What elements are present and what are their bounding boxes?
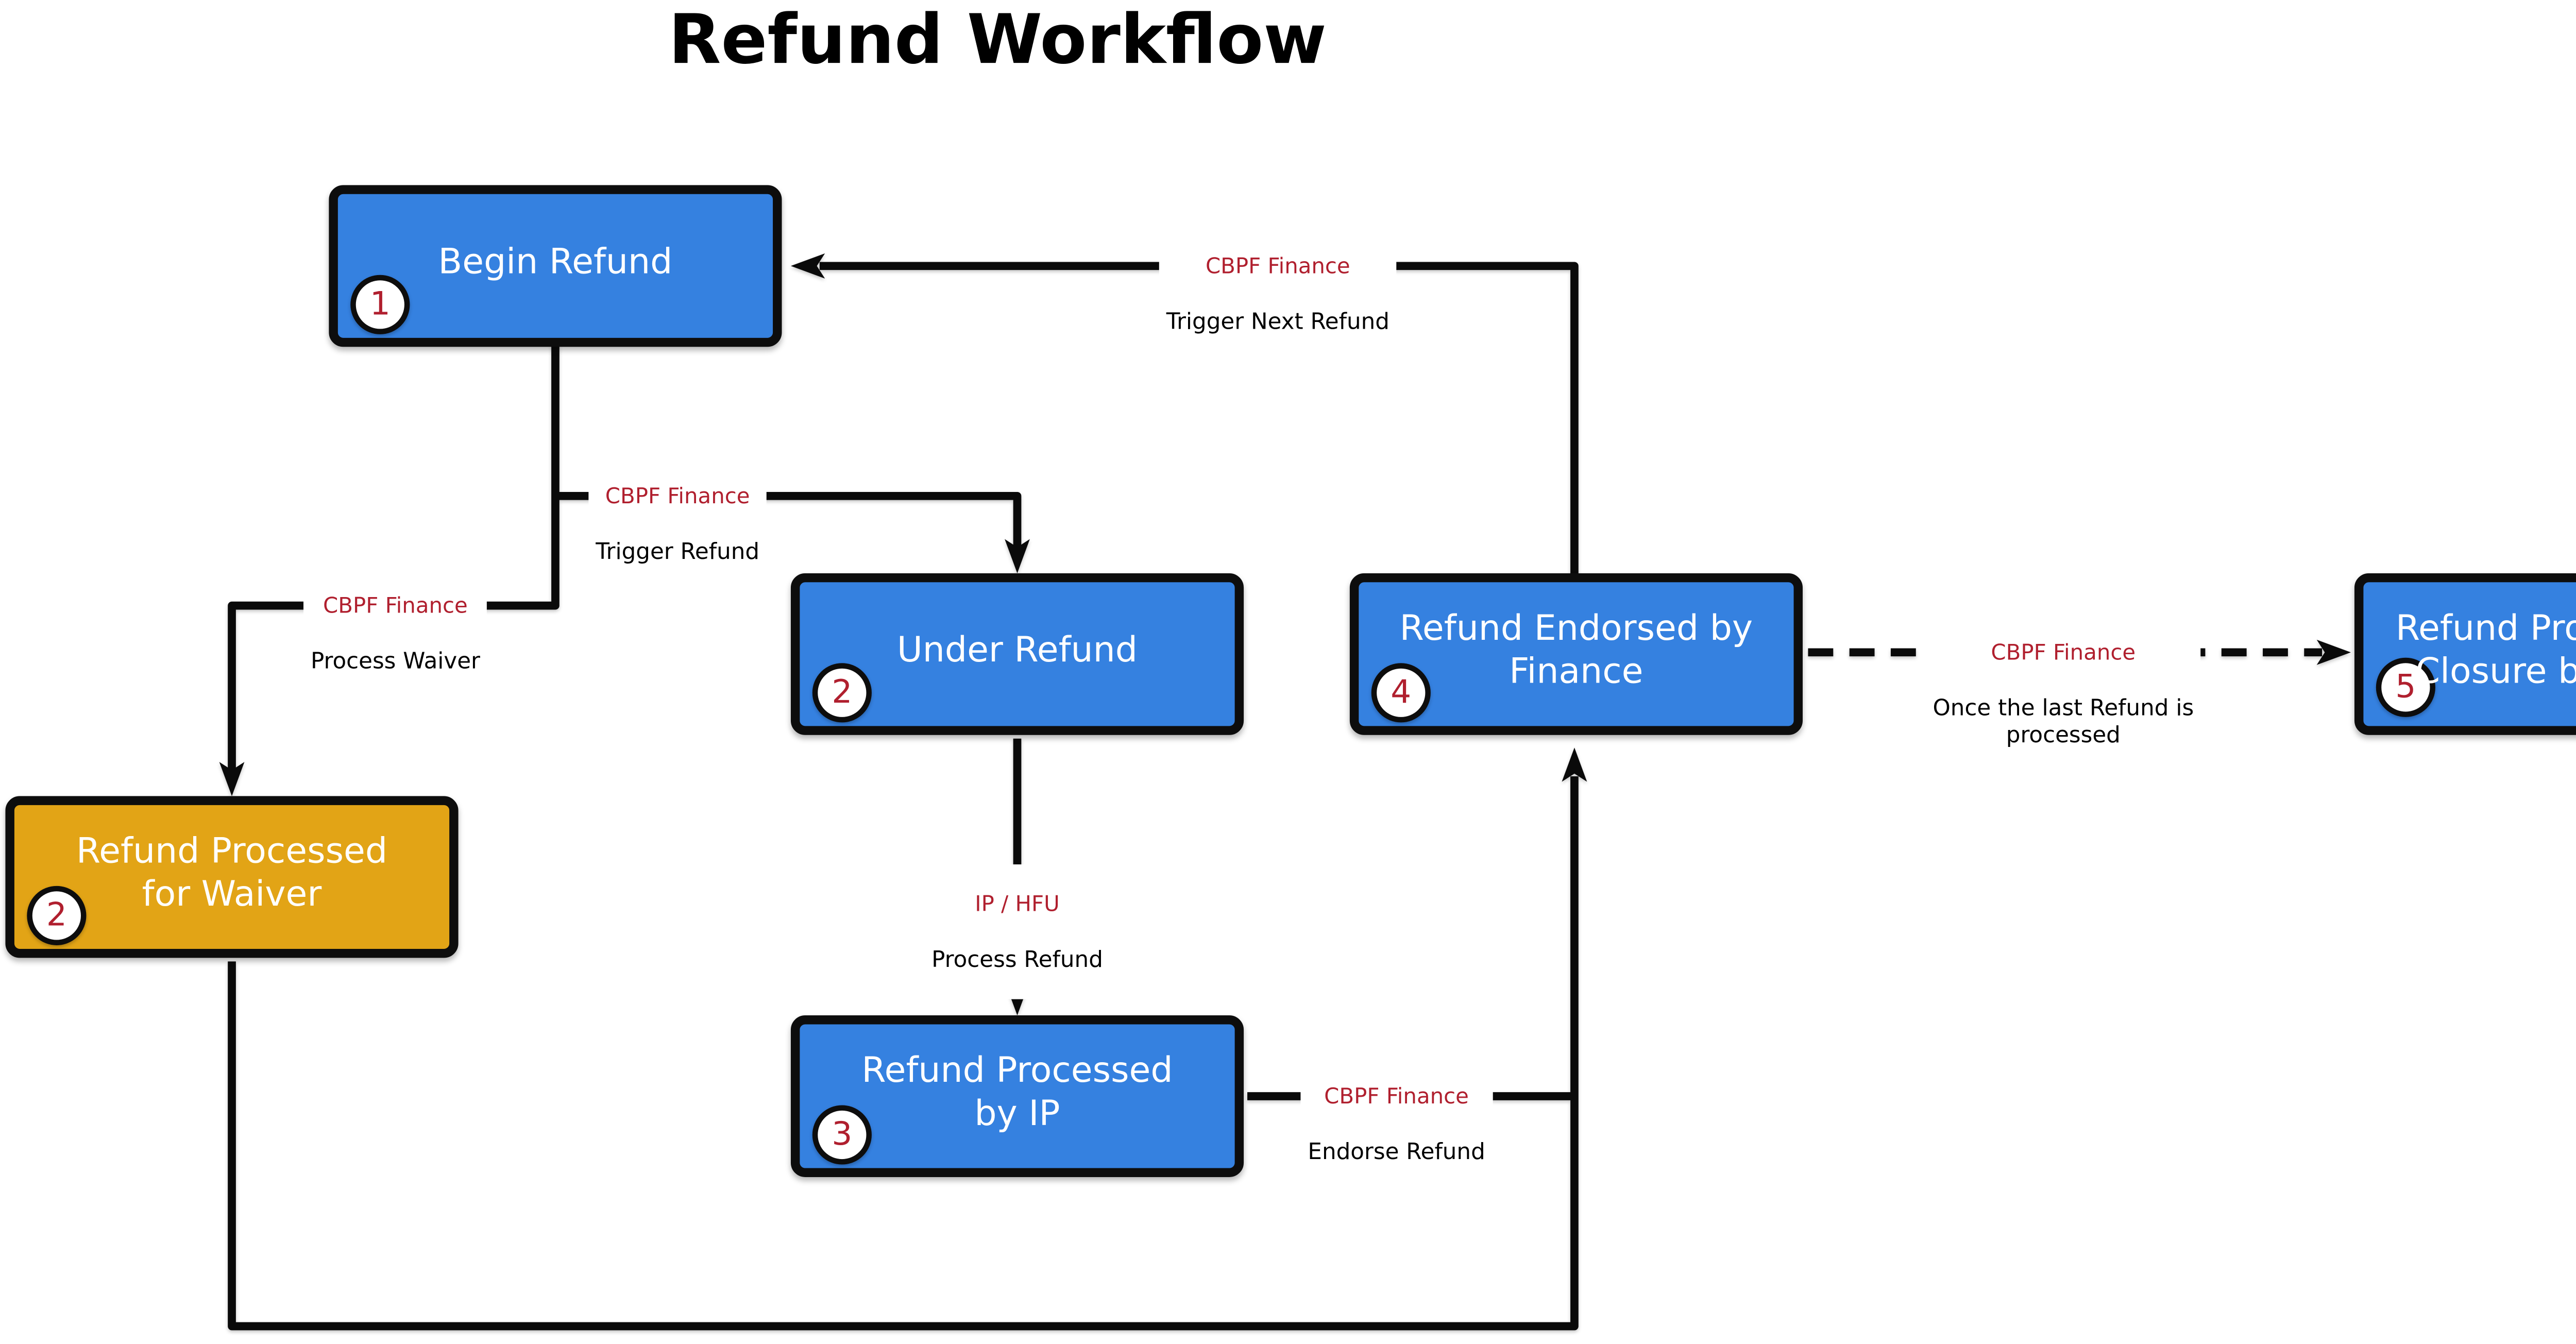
node-refund-processed-by-ip: 3 Refund Processed by IP [790, 1015, 1244, 1177]
node-label-refund-processed-by-ip: Refund Processed by IP [861, 1049, 1173, 1134]
step-badge-2: 2 [812, 663, 872, 723]
node-label-refund-endorsed-by-finance: Refund Endorsed by Finance [1399, 607, 1753, 692]
edge-waiver-loop-line [228, 776, 1579, 1331]
arrowhead-into-closure [2316, 639, 2351, 665]
arrowhead-into-begin-refund [790, 253, 825, 279]
edge-label-process-waiver: CBPF Finance Process Waiver [303, 566, 487, 701]
node-label-refund-processed-for-closure: Refund Processed for Closure by Finance [2395, 607, 2576, 692]
edge-label-endorse-refund: CBPF Finance Endorse Refund [1300, 1057, 1493, 1192]
edge-action: Once the last Refund is processed [1933, 693, 2194, 748]
step-badge-1: 1 [350, 275, 410, 334]
diagram-title: Refund Workflow [668, 0, 1327, 79]
step-badge-waiver-2: 2 [27, 886, 87, 945]
node-refund-endorsed-by-finance: 4 Refund Endorsed by Finance [1349, 573, 1803, 735]
edge-action: Trigger Refund [596, 537, 760, 565]
edge-process-waiver-line [228, 343, 560, 771]
edge-label-process-refund: IP / HFU Process Refund [924, 864, 1110, 999]
step-badge-3: 3 [812, 1105, 872, 1165]
edge-actor: CBPF Finance [1324, 1083, 1469, 1109]
arrowhead-into-waiver [219, 762, 245, 796]
node-refund-processed-for-closure: 5 Refund Processed for Closure by Financ… [2354, 573, 2576, 735]
arrowhead-into-under-refund [1005, 539, 1030, 573]
node-label-refund-processed-for-waiver: Refund Processed for Waiver [76, 830, 388, 915]
node-under-refund: 2 Under Refund [790, 573, 1244, 735]
edge-action: Trigger Next Refund [1166, 307, 1389, 334]
node-begin-refund: 1 Begin Refund [329, 185, 782, 347]
edge-trigger-next-refund-line [819, 262, 1579, 577]
edge-actor: CBPF Finance [1991, 639, 2136, 665]
edge-label-once-last-refund-processed: CBPF Finance Once the last Refund is pro… [1925, 613, 2201, 775]
arrowhead-into-endorsed-by-finance [1562, 747, 1587, 782]
node-refund-processed-for-waiver: 2 Refund Processed for Waiver [5, 796, 459, 958]
node-label-under-refund: Under Refund [896, 628, 1138, 671]
edge-action: Process Waiver [310, 647, 480, 674]
edge-action: Endorse Refund [1308, 1137, 1485, 1165]
edge-actor: CBPF Finance [323, 593, 468, 619]
edge-label-trigger-refund: CBPF Finance Trigger Refund [588, 456, 767, 591]
edge-action: Process Refund [931, 945, 1103, 973]
step-badge-4: 4 [1371, 663, 1431, 723]
edge-label-trigger-next-refund: CBPF Finance Trigger Next Refund [1159, 226, 1397, 362]
step-badge-5: 5 [2376, 657, 2435, 717]
node-label-begin-refund: Begin Refund [438, 241, 673, 282]
edge-actor: CBPF Finance [605, 483, 750, 509]
edge-actor: CBPF Finance [1205, 253, 1350, 279]
edge-actor: IP / HFU [975, 891, 1060, 917]
